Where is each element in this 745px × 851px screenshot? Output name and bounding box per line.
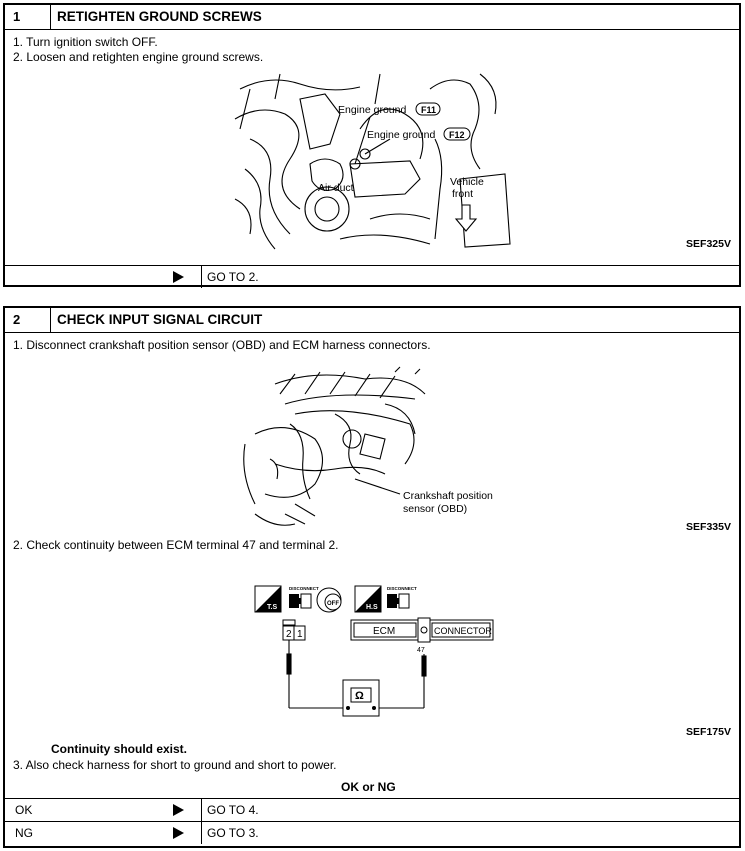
disconnect-icon: DISCONNECT: [387, 586, 417, 609]
tester-hs-icon: H.S: [354, 585, 382, 613]
continuity-test-diagram: T.S DISCONNECT OFF H.S DISCONNECT: [254, 585, 494, 717]
engine-ground-figure: Engine ground F11 Engine ground F12 Air …: [234, 73, 511, 250]
crankshaft-sensor-figure: Crankshaft position sensor (OBD): [243, 366, 493, 526]
step-number: 1: [13, 9, 21, 24]
expected-result: Continuity should exist.: [51, 742, 188, 756]
sensor-label-line2: sensor (OBD): [403, 503, 467, 515]
step-1-panel: 1 RETIGHTEN GROUND SCREWS 1. Turn igniti…: [3, 3, 741, 288]
svg-text:2: 2: [286, 629, 292, 640]
svg-text:DISCONNECT: DISCONNECT: [387, 586, 417, 591]
svg-text:47: 47: [417, 647, 425, 654]
tester-ts-icon: T.S: [254, 585, 282, 613]
result-row: GO TO 2.: [5, 265, 739, 288]
ecm-connector: ECM CONNECTOR 47: [350, 617, 494, 654]
disconnect-icon: DISCONNECT: [289, 586, 319, 609]
goto-link[interactable]: GO TO 2.: [207, 270, 259, 284]
sensor-connector: 2 1: [282, 619, 306, 641]
result-row-ng: NG GO TO 3.: [5, 821, 739, 844]
svg-text:OFF: OFF: [327, 601, 339, 607]
goto-link[interactable]: GO TO 4.: [207, 803, 259, 817]
result-heading: OK or NG: [341, 780, 396, 794]
instruction-line: 1. Disconnect crankshaft position sensor…: [13, 338, 431, 352]
air-duct-label: Air duct: [318, 182, 354, 194]
step-2-panel: 2 CHECK INPUT SIGNAL CIRCUIT 1. Disconne…: [3, 306, 741, 848]
arrow-right-icon: [173, 804, 184, 816]
figure-code: SEF175V: [686, 726, 731, 738]
vehicle-label: Vehicle: [450, 176, 484, 188]
sensor-label-line1: Crankshaft position: [403, 490, 493, 502]
svg-text:T.S: T.S: [267, 604, 277, 611]
ignition-off-icon: OFF: [316, 587, 342, 613]
result-label: NG: [15, 826, 33, 840]
svg-text:H.S: H.S: [366, 604, 378, 611]
instruction-line: 3. Also check harness for short to groun…: [13, 758, 337, 772]
instruction-line: 2. Check continuity between ECM terminal…: [13, 538, 339, 552]
front-label: front: [452, 188, 473, 200]
vehicle-front-arrow-icon: [454, 204, 478, 232]
svg-text:Ω: Ω: [355, 690, 364, 702]
step-title: CHECK INPUT SIGNAL CIRCUIT: [57, 312, 263, 327]
svg-text:CONNECTOR: CONNECTOR: [434, 626, 492, 636]
step-2-header: 2 CHECK INPUT SIGNAL CIRCUIT: [5, 308, 739, 333]
goto-link[interactable]: GO TO 3.: [207, 826, 259, 840]
step-number: 2: [13, 312, 21, 327]
svg-text:ECM: ECM: [373, 626, 395, 637]
step-title: RETIGHTEN GROUND SCREWS: [57, 9, 262, 24]
arrow-right-icon: [173, 271, 184, 283]
engine-ground-label: Engine ground: [367, 129, 435, 141]
instruction-line: 1. Turn ignition switch OFF.: [13, 35, 158, 49]
ohmmeter-icon: Ω: [342, 679, 380, 717]
svg-text:DISCONNECT: DISCONNECT: [289, 586, 319, 591]
instruction-line: 2. Loosen and retighten engine ground sc…: [13, 50, 264, 64]
result-label: OK: [15, 803, 33, 817]
figure-code: SEF325V: [686, 238, 731, 250]
arrow-right-icon: [173, 827, 184, 839]
svg-text:1: 1: [297, 629, 303, 640]
step-1-header: 1 RETIGHTEN GROUND SCREWS: [5, 5, 739, 30]
result-row-ok: OK GO TO 4.: [5, 798, 739, 821]
connector-tag: F11: [421, 105, 436, 115]
connector-tag: F12: [449, 130, 465, 140]
figure-code: SEF335V: [686, 521, 731, 533]
engine-ground-label: Engine ground: [338, 104, 406, 116]
